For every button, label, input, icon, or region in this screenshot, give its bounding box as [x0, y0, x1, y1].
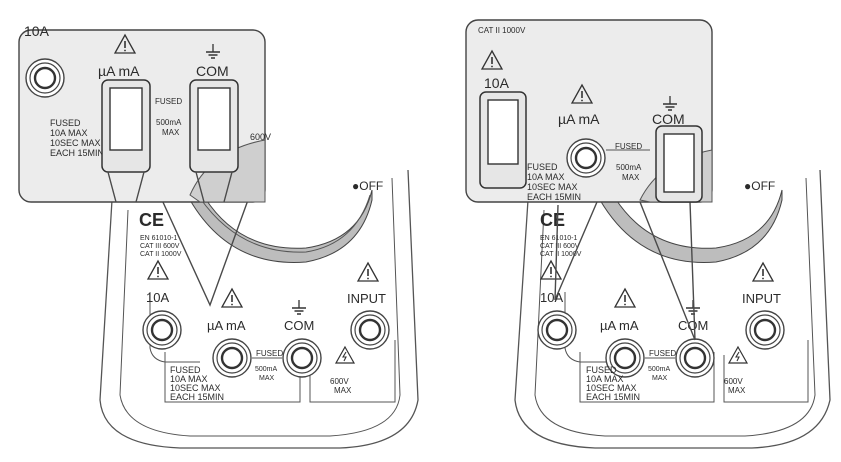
inset-label-ua-ma: µA mA — [98, 63, 140, 79]
r-label-600v: 600V — [724, 377, 743, 386]
r-inset-fuse-2: 10A MAX — [527, 172, 565, 182]
right-rotary-dial — [599, 189, 783, 263]
r-inset-fuse-3: 10SEC MAX — [527, 182, 578, 192]
r-label-com: COM — [678, 318, 708, 333]
r-inset-label-fused: FUSED — [615, 142, 642, 151]
r-label-500ma: 500mA — [648, 366, 671, 373]
label-com: COM — [284, 318, 314, 333]
r-label-600v-max: MAX — [728, 386, 746, 395]
r-fuse-line-3: 10SEC MAX — [586, 383, 637, 393]
r-fuse-line-4: EACH 15MIN — [586, 392, 640, 402]
r-cert-line-1: EN 61010-1 — [540, 235, 577, 242]
r-label-input: INPUT — [742, 291, 781, 306]
inset-label-max: MAX — [162, 128, 180, 137]
fuse-line-4: EACH 15MIN — [170, 392, 224, 402]
r-fuse-line-1: FUSED — [586, 365, 617, 375]
fuse-line-3: 10SEC MAX — [170, 383, 221, 393]
label-max: MAX — [259, 375, 275, 382]
fuse-line-1: FUSED — [170, 365, 201, 375]
r-label-off: ●OFF — [744, 179, 775, 193]
inset-label-fused: FUSED — [155, 97, 182, 106]
inset-fuse-4: EACH 15MIN — [50, 148, 104, 158]
label-10a: 10A — [146, 290, 169, 305]
label-ua-ma: µA mA — [207, 318, 246, 333]
r-inset-label-ua-ma: µA mA — [558, 111, 600, 127]
r-cert-line-3: CAT II 1000V — [540, 251, 582, 258]
cert-line-3: CAT II 1000V — [140, 251, 182, 258]
r-label-ua-ma: µA mA — [600, 318, 639, 333]
r-ce-mark: CE — [540, 210, 565, 230]
r-label-10a: 10A — [540, 290, 563, 305]
label-fused: FUSED — [256, 349, 283, 358]
inset-600v: 600V — [250, 132, 271, 142]
r-inset-fuse-1: FUSED — [527, 162, 558, 172]
r-inset-fuse-4: EACH 15MIN — [527, 192, 581, 202]
label-600v-max: MAX — [334, 386, 352, 395]
label-off: ●OFF — [352, 179, 383, 193]
label-600v: 600V — [330, 377, 349, 386]
left-rotary-dial — [189, 189, 373, 263]
ce-mark: CE — [139, 210, 164, 230]
r-inset-label-500ma: 500mA — [616, 163, 642, 172]
r-fuse-line-2: 10A MAX — [586, 374, 624, 384]
r-inset-label-10a: 10A — [484, 75, 510, 91]
r-cert-line-2: CAT III 600V — [540, 243, 580, 250]
inset-cat-partial: CAT II 1000V — [478, 26, 526, 35]
inset-label-com: COM — [196, 63, 229, 79]
cert-line-1: EN 61010-1 — [140, 235, 177, 242]
inset-label-10a: 10A — [24, 23, 50, 39]
inset-fuse-3: 10SEC MAX — [50, 138, 101, 148]
r-inset-label-com: COM — [652, 111, 685, 127]
left-inset: 10A µA mA COM FUSED 500mA MAX FUSED 10A … — [18, 23, 271, 203]
r-label-max: MAX — [652, 375, 668, 382]
label-500ma: 500mA — [255, 366, 278, 373]
inset-fuse-1: FUSED — [50, 118, 81, 128]
cert-line-2: CAT III 600V — [140, 243, 180, 250]
fuse-line-2: 10A MAX — [170, 374, 208, 384]
right-inset: CAT II 1000V 10A µA mA COM FUSED 500mA M… — [465, 19, 713, 203]
r-label-fused: FUSED — [649, 349, 676, 358]
right-meter: 10A µA mA COM INPUT ●OFF FUSED 500mA MAX… — [465, 19, 831, 449]
left-meter: 10A µA mA COM INPUT ●OFF FUSED 500mA MAX… — [18, 23, 419, 449]
inset-fuse-2: 10A MAX — [50, 128, 88, 138]
inset-label-500ma: 500mA — [156, 118, 182, 127]
r-inset-label-max: MAX — [622, 173, 640, 182]
label-input: INPUT — [347, 291, 386, 306]
